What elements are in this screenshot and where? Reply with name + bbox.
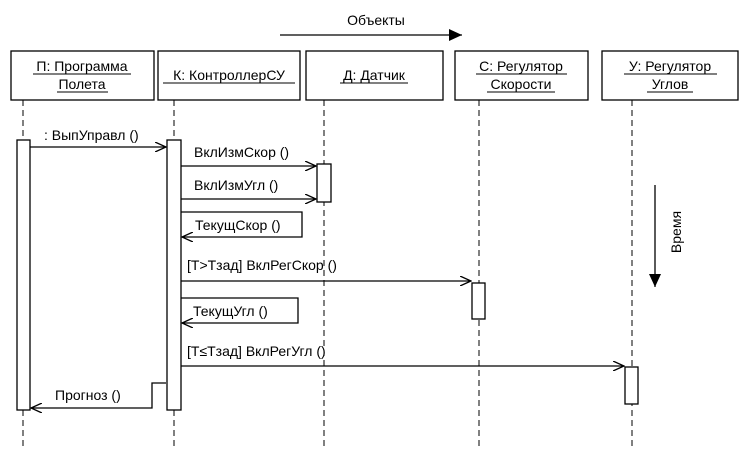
message-vkl-reg-skor: [T>Tзад] ВклРегСкор (): [181, 257, 471, 281]
message-prognoz: Прогноз (): [31, 382, 166, 408]
activation-program: [16, 139, 31, 411]
time-label: Время: [668, 211, 684, 253]
object-speed-regulator-line2: Скорости: [491, 76, 552, 92]
activation-sensor: [316, 163, 332, 203]
message-vyp-uprav-label: : ВыпУправл (): [44, 127, 139, 143]
message-vkl-izm-ugl: ВклИзмУгл (): [181, 177, 316, 199]
message-vkl-reg-ugl-label: [T≤Tзад] ВклРегУгл (): [187, 343, 326, 359]
activation-controller: [166, 139, 182, 411]
object-controller: К: КонтроллерСУ: [157, 50, 301, 101]
message-tekusch-skor: ТекущСкор (): [181, 211, 303, 237]
message-vkl-izm-skor: ВклИзмСкор (): [181, 144, 316, 166]
message-tekusch-ugl: ТекущУгл (): [181, 297, 299, 323]
object-speed-regulator-line1: С: Регулятор: [479, 58, 563, 74]
message-tekusch-ugl-label: ТекущУгл (): [193, 303, 268, 319]
message-tekusch-skor-label: ТекущСкор (): [195, 217, 281, 233]
object-angle-regulator-line2: Углов: [652, 76, 689, 92]
object-sensor: Д: Датчик: [305, 50, 444, 101]
objects-label: Объекты: [347, 12, 405, 28]
object-program: П: Программа Полета: [10, 50, 155, 101]
message-vkl-izm-skor-label: ВклИзмСкор (): [194, 144, 289, 160]
time-axis: Время: [649, 185, 684, 287]
object-speed-regulator: С: Регулятор Скорости: [454, 50, 589, 101]
message-vyp-uprav: : ВыпУправл (): [30, 127, 166, 147]
object-program-line2: Полета: [58, 76, 105, 92]
message-vkl-reg-ugl: [T≤Tзад] ВклРегУгл (): [181, 343, 624, 366]
message-vkl-reg-skor-label: [T>Tзад] ВклРегСкор (): [187, 257, 337, 273]
object-controller-line1: К: КонтроллерСУ: [173, 67, 285, 83]
objects-axis: Объекты: [280, 12, 462, 41]
activation-angle-regulator: [624, 366, 639, 405]
activation-speed-regulator: [471, 282, 486, 320]
object-angle-regulator-line1: У: Регулятор: [629, 58, 711, 74]
message-prognoz-label: Прогноз (): [55, 387, 121, 403]
object-sensor-line1: Д: Датчик: [343, 67, 406, 83]
object-program-line1: П: Программа: [36, 58, 127, 74]
object-angle-regulator: У: Регулятор Углов: [601, 50, 739, 101]
message-vkl-izm-ugl-label: ВклИзмУгл (): [194, 177, 278, 193]
